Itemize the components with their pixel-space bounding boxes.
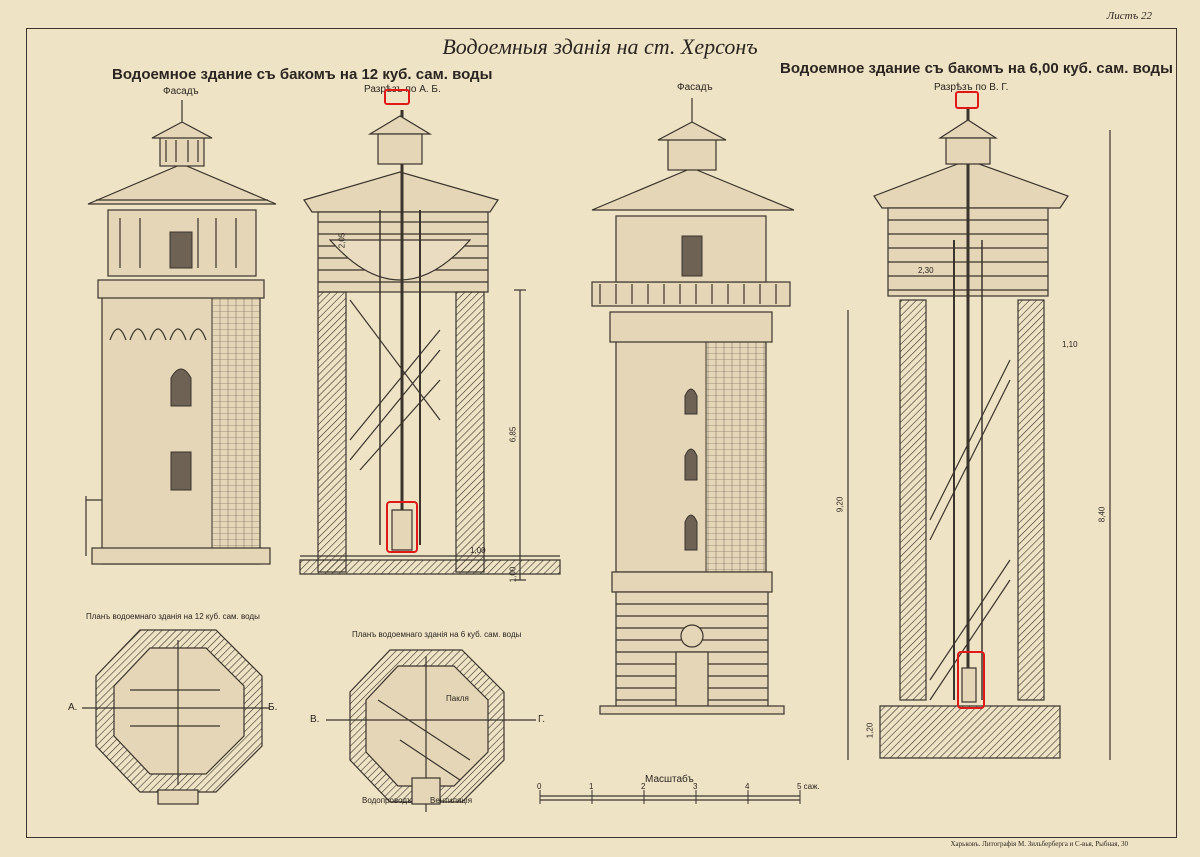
sheet-number: Листъ 22 <box>1106 10 1152 22</box>
scale-tick-label: 5 саж. <box>797 782 820 791</box>
plan-point-v: В. <box>310 714 320 725</box>
left-plan-label: Планъ водоемнаго зданія на 12 куб. сам. … <box>86 612 260 621</box>
plan-note-3: Вентиляція <box>430 796 473 805</box>
left-facade-label: Фасадъ <box>163 86 199 97</box>
right-section-label: Разрѣзъ по В. Г. <box>934 82 1009 93</box>
dim-left-1: 2,05 <box>337 232 347 249</box>
right-plan-label: Планъ водоемнаго зданія на 6 куб. сам. в… <box>352 630 522 639</box>
scale-tick-label: 2 <box>641 782 646 791</box>
scale-tick-label: 4 <box>745 782 750 791</box>
plan-note-1: Пакля <box>446 694 469 703</box>
sheet-border <box>26 28 1177 838</box>
left-building-heading: Водоемное здание съ бакомъ на 12 куб. са… <box>112 66 493 83</box>
lithography-footer: Харьковъ. Литографія М. Зильберберга и С… <box>950 840 1128 848</box>
plan-point-g: Г. <box>538 714 545 725</box>
dim-right-5: 1,20 <box>865 722 875 739</box>
drawing-title: Водоемныя зданія на ст. Херсонъ <box>442 34 758 59</box>
right-facade-drawing <box>591 98 795 715</box>
dim-left-4: 1,00 <box>470 546 486 555</box>
left-plan-drawing <box>82 629 270 805</box>
dim-right-1: 2,30 <box>918 266 934 275</box>
scale-bar <box>539 790 801 804</box>
left-section-drawing <box>299 89 561 581</box>
plan-point-b: Б. <box>268 702 278 713</box>
dim-right-4: 1,10 <box>1062 340 1078 349</box>
right-section-drawing <box>847 91 1111 760</box>
scale-tick-label: 1 <box>589 782 594 791</box>
right-plan-drawing <box>326 649 536 812</box>
right-facade-label: Фасадъ <box>677 82 713 93</box>
plan-point-a: А. <box>68 702 78 713</box>
scale-tick-label: 0 <box>537 782 542 791</box>
scale-label: Масштабъ <box>645 774 694 785</box>
dim-left-3: 1,00 <box>508 566 518 583</box>
right-building-heading: Водоемное здание съ бакомъ на 6,00 куб. … <box>780 60 1173 77</box>
dim-left-2: 6,85 <box>508 426 518 443</box>
dim-right-3: 8,40 <box>1097 506 1107 523</box>
dim-right-2: 9,20 <box>835 496 845 513</box>
scale-tick-label: 3 <box>693 782 698 791</box>
plan-note-2: Водопроводъ <box>362 796 412 805</box>
left-facade-drawing <box>85 100 277 565</box>
